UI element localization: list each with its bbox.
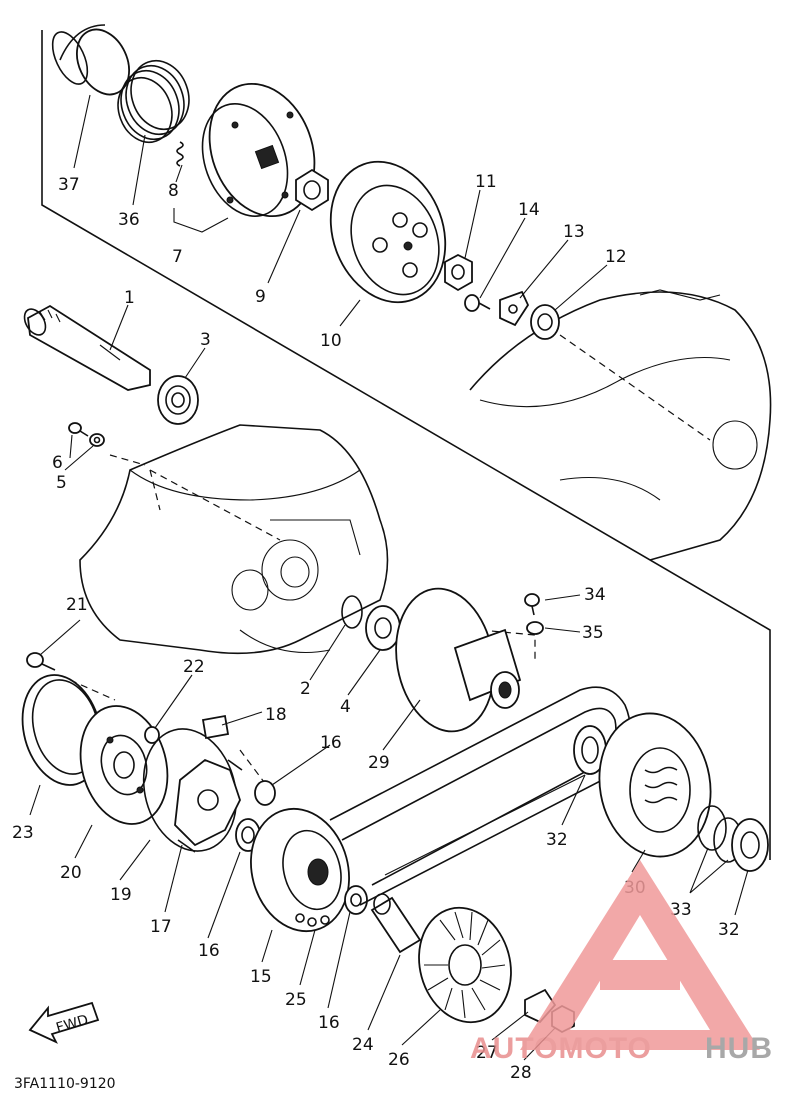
part-4-bearing (365, 605, 401, 651)
callout-28: 27 (476, 1043, 498, 1063)
part-25-sleeve (370, 893, 422, 954)
part-8-small-spring (176, 141, 184, 167)
callout-15: 15 (250, 967, 272, 987)
part-1-primary-shaft (23, 304, 151, 391)
part-27-fan (418, 906, 512, 1024)
callout-2: 2 (300, 679, 311, 699)
callout-36: 36 (118, 210, 140, 230)
callout-35: 35 (582, 623, 604, 643)
callout-3: 3 (200, 330, 211, 350)
callout-34: 34 (584, 585, 606, 605)
part-5-washer (89, 433, 105, 447)
frame-lines (41, 30, 771, 860)
part-31-secondary-pulley (598, 712, 712, 858)
part-36-clutch-spring (117, 59, 190, 144)
callout-5: 5 (56, 473, 67, 493)
callout-10: 10 (320, 331, 342, 351)
callout-33: 33 (670, 900, 692, 920)
callout-30: 29 (368, 753, 390, 773)
watermark-text-grey: HUB (705, 1032, 773, 1065)
part-3-bearing (157, 375, 199, 425)
callout-32-lower: 32 (718, 920, 740, 940)
callout-24: 23 (12, 823, 34, 843)
callout-22: 21 (66, 595, 88, 615)
watermark-text-red: AUTOMOTO (470, 1032, 652, 1065)
callout-26: 25 (285, 990, 307, 1010)
part-17-weight-roller (254, 780, 276, 806)
callout-7: 7 (172, 247, 183, 267)
callout-16-upper: 16 (198, 941, 220, 961)
part-26-weights (295, 913, 330, 927)
leader-lines (29, 94, 749, 1061)
part-11-nut (444, 253, 473, 292)
part-2-clip (341, 595, 363, 629)
callout-16-lower: 16 (318, 1013, 340, 1033)
callout-8: 8 (168, 181, 179, 201)
callout-9: 9 (255, 287, 266, 307)
callout-32-upper: 32 (546, 830, 568, 850)
part-9-nut (295, 168, 329, 212)
callout-27: 26 (388, 1050, 410, 1070)
callout-37: 37 (58, 175, 80, 195)
diagram-reference-code: 3FA1110-9120 (14, 1076, 116, 1092)
callout-18: 17 (150, 917, 172, 937)
crankcase-outline (79, 424, 389, 655)
part-6-bolt (68, 422, 89, 437)
callout-21: 20 (60, 863, 82, 883)
callout-13: 13 (563, 222, 585, 242)
callout-29: 28 (510, 1063, 532, 1083)
part-7-clutch-carrier (201, 82, 316, 218)
callout-4: 4 (340, 697, 351, 717)
callout-11: 11 (475, 172, 497, 192)
callout-23: 22 (183, 657, 205, 677)
v-belt (329, 686, 632, 906)
part-23-bushing (144, 726, 160, 744)
part-22-bolt (26, 652, 56, 671)
part-35-washer (526, 621, 544, 635)
callout-17: 16 (320, 733, 342, 753)
part-19-slider (201, 714, 230, 740)
callout-14: 14 (518, 200, 540, 220)
callout-12: 12 (605, 247, 627, 267)
part-32-seal-lower (731, 818, 769, 872)
part-16-collar-lower (344, 885, 368, 915)
part-13-plate (499, 290, 530, 327)
callout-1: 1 (124, 288, 135, 308)
callout-25: 24 (352, 1035, 374, 1055)
forward-direction-arrow: FWD (28, 1001, 100, 1044)
clutch-cover-outline (469, 289, 772, 561)
part-34-bolt (524, 593, 540, 616)
callout-6: 6 (52, 453, 63, 473)
part-10-clutch-housing (329, 160, 447, 304)
alignment-lines (69, 257, 711, 791)
part-37-sleeve (51, 24, 130, 96)
part-12-collar (530, 304, 560, 340)
callout-20: 19 (110, 885, 132, 905)
part-30-fixed-sheave (395, 587, 522, 733)
callout-19: 18 (265, 705, 287, 725)
watermark-logo: AUTOMOTO HUB (470, 860, 773, 1065)
part-14-bolt (464, 294, 491, 312)
part-18-cam (174, 758, 243, 853)
part-15-movable-sheave (250, 807, 350, 933)
